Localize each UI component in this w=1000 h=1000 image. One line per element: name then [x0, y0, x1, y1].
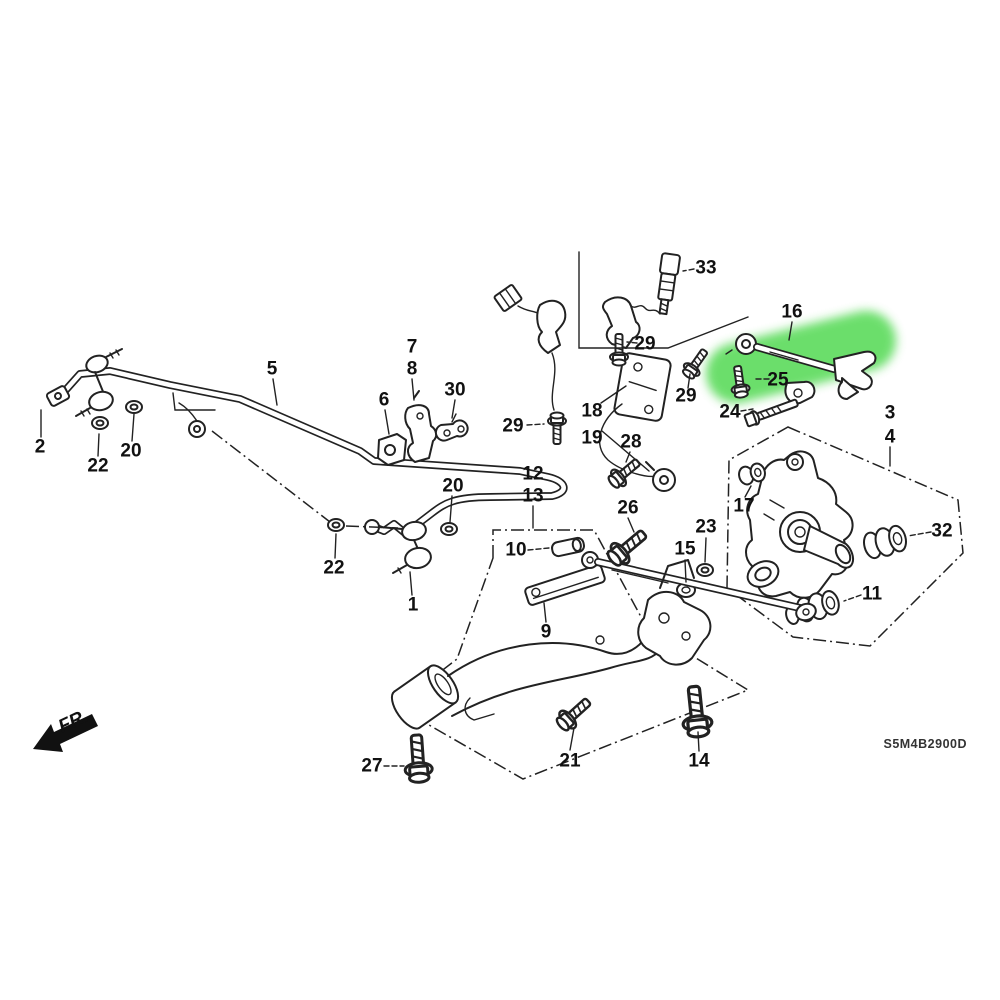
part-label-16-15: 16 [781, 302, 802, 323]
part-label-22-22: 22 [87, 456, 108, 477]
leader-lines [40, 268, 932, 767]
nut-23 [696, 563, 714, 577]
part-label-17-16: 17 [733, 496, 754, 517]
fr-direction: FR. [33, 706, 98, 752]
part-label-29-32: 29 [502, 416, 523, 437]
part-label-13-12: 13 [522, 486, 543, 507]
part-label-2-1: 2 [35, 437, 46, 458]
bushing-10 [551, 536, 585, 558]
part-label-11-10: 11 [862, 584, 883, 605]
sensor-33 [601, 252, 681, 367]
plate-9 [524, 564, 606, 606]
part-label-20-20: 20 [120, 441, 141, 462]
part-label-14-13: 14 [688, 751, 710, 772]
bolt-29-center [547, 411, 567, 445]
part-label-8-7: 8 [407, 359, 418, 380]
arm-16 [725, 333, 877, 405]
part-label-1-0: 1 [408, 595, 419, 616]
upper-arm [581, 551, 817, 622]
part-label-25-26: 25 [767, 370, 789, 391]
abs-sensor-harness [493, 284, 676, 492]
part-label-15-14: 15 [674, 539, 696, 560]
part-label-12-11: 12 [522, 464, 543, 485]
bushing-6 [377, 433, 407, 466]
part-label-19-18: 19 [581, 428, 602, 449]
part-label-4-3: 4 [885, 427, 896, 448]
part-label-26-27: 26 [617, 498, 638, 519]
nut-20-left [125, 400, 143, 414]
abs-sensor-head [652, 468, 676, 492]
part-label-27-28: 27 [361, 756, 382, 777]
bracket-7-8 [404, 390, 438, 463]
part-label-29-31: 29 [675, 386, 696, 407]
nut-22-lower [327, 518, 345, 532]
rear-knuckle [745, 450, 855, 599]
part-labels: 1234567891011121314151617181920202122222… [35, 258, 953, 777]
part-label-24-25: 24 [719, 402, 741, 423]
callout-corner-line [578, 251, 749, 349]
part-label-22-23: 22 [323, 558, 344, 579]
part-label-3-2: 3 [885, 403, 896, 424]
stabilizer-link-lower [211, 430, 458, 574]
bushing-32 [863, 524, 907, 560]
trailing-arm [390, 559, 712, 730]
nut-20-lower [440, 522, 458, 536]
part-label-6-5: 6 [379, 390, 390, 411]
part-label-33-35: 33 [695, 258, 716, 279]
part-label-5-4: 5 [267, 359, 278, 380]
stabilizer-link-left [45, 348, 143, 430]
bushing-17 [738, 462, 766, 486]
diagram-code: S5M4B2900D [883, 737, 967, 751]
part-label-7-6: 7 [407, 337, 418, 358]
part-label-28-29: 28 [620, 432, 641, 453]
knuckle-group-boundary [726, 426, 964, 647]
fr-arrow-icon [33, 714, 98, 752]
part-label-23-24: 23 [695, 517, 716, 538]
part-label-21-21: 21 [559, 751, 581, 772]
part-label-30-33: 30 [444, 380, 465, 401]
part-label-18-17: 18 [581, 401, 602, 422]
bolt-24 [743, 398, 799, 428]
part-label-10-9: 10 [505, 540, 526, 561]
bolt-14 [677, 683, 715, 740]
bolt-27 [401, 732, 435, 785]
bolt-28 [603, 452, 646, 493]
part-label-20-19: 20 [442, 476, 463, 497]
nut-22-left [91, 416, 109, 430]
part-label-29-30: 29 [634, 334, 655, 355]
part-label-9-8: 9 [541, 622, 552, 643]
part-label-32-34: 32 [931, 521, 952, 542]
clamp-30 [434, 413, 469, 442]
